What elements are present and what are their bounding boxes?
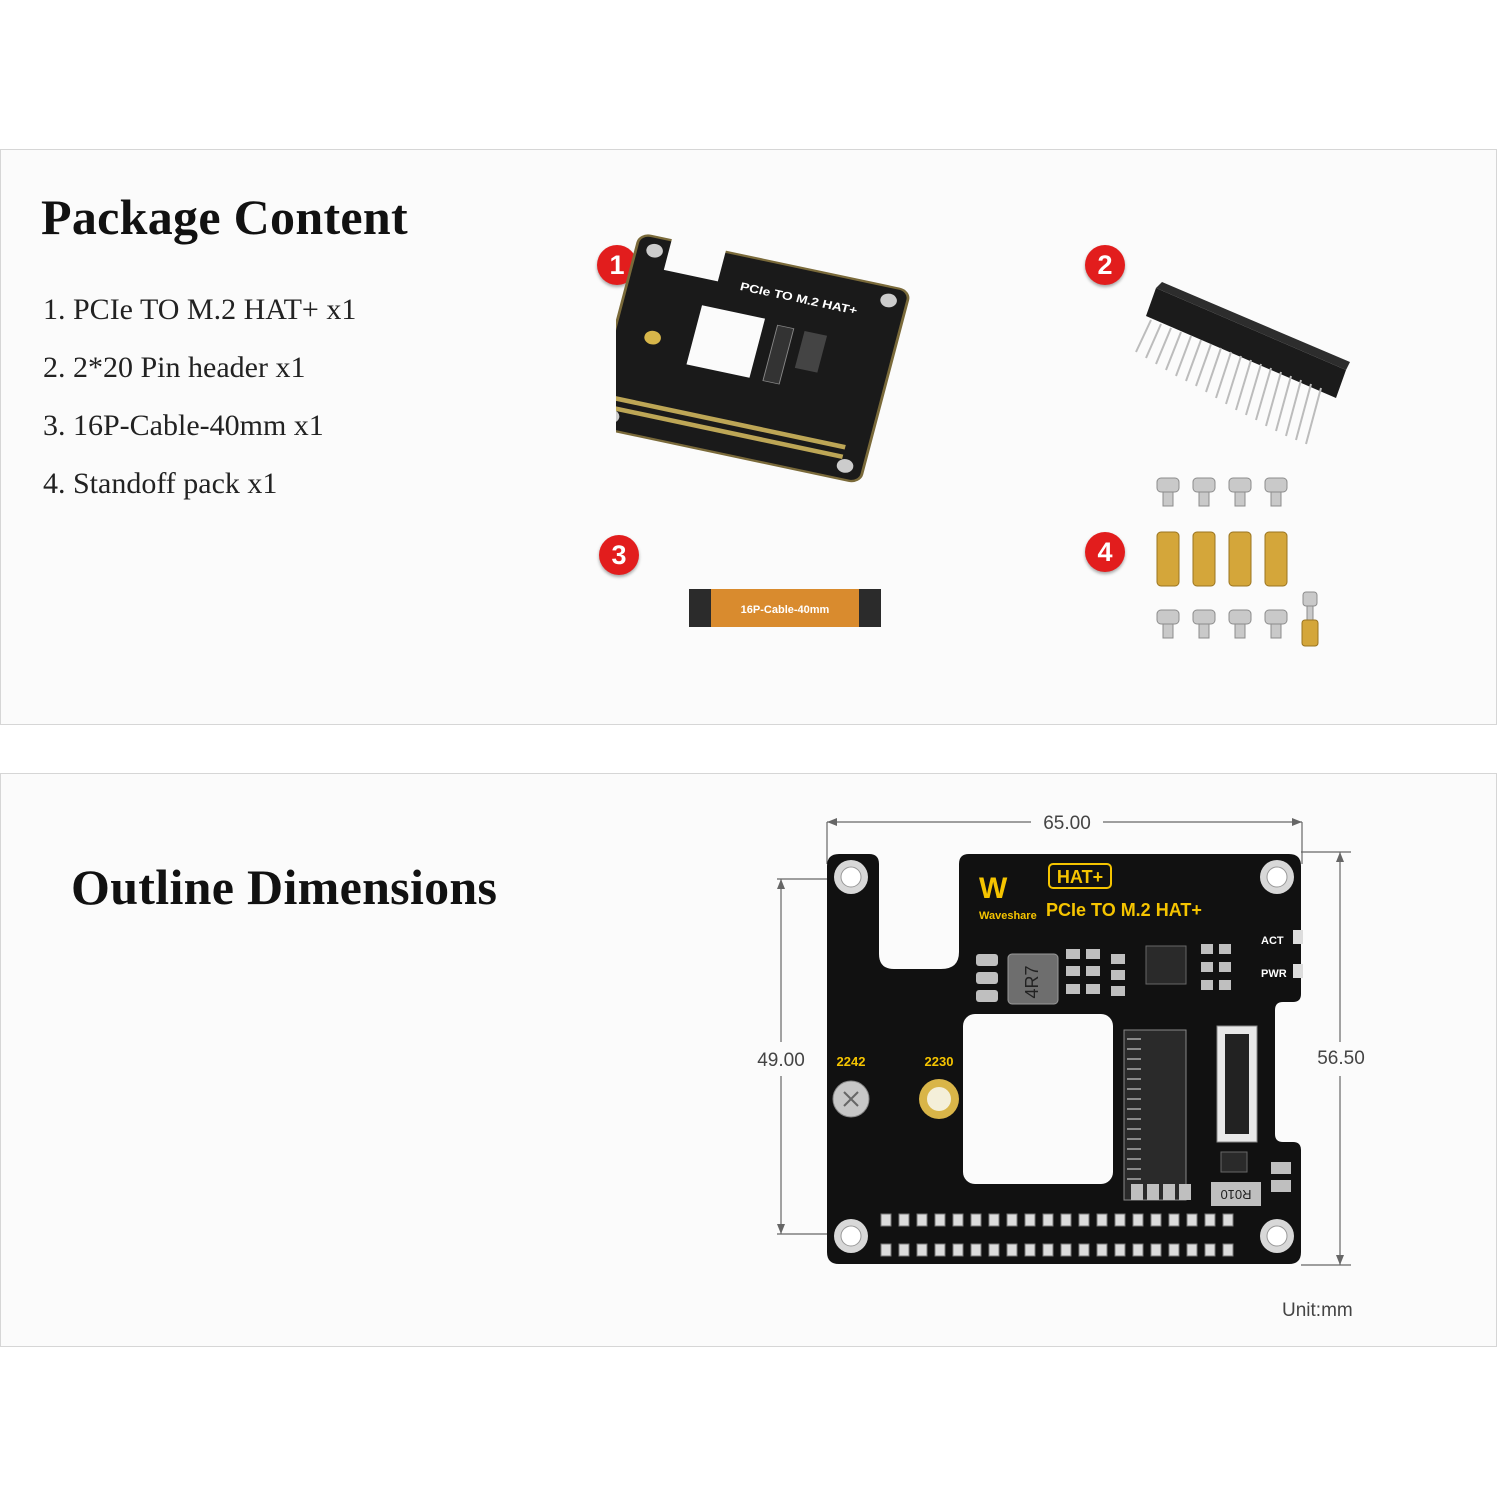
hole-spacing-dimension: 49.00 (757, 1050, 805, 1071)
package-item-2: 2. 2*20 Pin header x1 (43, 351, 306, 384)
standoff-pack-image (1156, 477, 1319, 647)
item-badge-3: 3 (599, 535, 639, 575)
inductor (1007, 953, 1059, 1005)
cable-image: 16P-Cable-40mm (689, 589, 881, 627)
package-item-4: 4. Standoff pack x1 (43, 467, 278, 500)
dimension-drawing: 65.00 49.00 56.50 W Waveshare H (757, 813, 1365, 1266)
package-content-title: Package Content (41, 189, 408, 245)
waveshare-logo-icon: W (979, 872, 1008, 905)
hat-board-image: PCIe TO M.2 HAT+ (616, 225, 910, 483)
pin-header-image (1135, 282, 1350, 445)
act-label: ACT (1261, 935, 1284, 947)
outline-dimensions-panel: Outline Dimensions 65.00 49.00 56.50 (0, 773, 1497, 1347)
outline-dimensions-title: Outline Dimensions (71, 859, 498, 915)
m2-connector (1123, 1029, 1187, 1201)
module-cutout (963, 1014, 1113, 1184)
brand-label: Waveshare (979, 910, 1037, 922)
package-item-3: 3. 16P-Cable-40mm x1 (43, 409, 324, 442)
cable-label: 16P-Cable-40mm (741, 604, 830, 616)
item-badge-1: 1 (597, 245, 637, 285)
item-badge-2: 2 (1085, 245, 1125, 285)
resistor-label: R010 (1220, 1187, 1251, 1202)
label-2230: 2230 (925, 1054, 954, 1069)
pwr-label: PWR (1261, 968, 1287, 980)
inductor-label: 4R7 (1022, 965, 1042, 998)
package-item-1: 1. PCIe TO M.2 HAT+ x1 (43, 293, 357, 326)
item-badge-4: 4 (1085, 532, 1125, 572)
package-content-panel: Package Content 1. PCIe TO M.2 HAT+ x1 2… (0, 149, 1497, 725)
mounting-holes (834, 860, 1294, 1253)
label-2242: 2242 (837, 1054, 866, 1069)
width-dimension: 65.00 (1043, 813, 1091, 834)
board-name: PCIe TO M.2 HAT+ (1046, 900, 1202, 920)
hat-plus-badge: HAT+ (1057, 867, 1103, 887)
gpio-header-pads (880, 1213, 1234, 1257)
unit-label: Unit:mm (1282, 1300, 1353, 1321)
height-dimension: 56.50 (1317, 1048, 1365, 1069)
